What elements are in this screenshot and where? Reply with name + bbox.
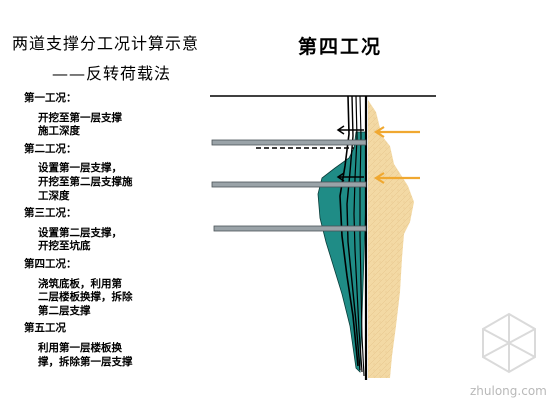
stage-5-name: 第五工况 (24, 322, 66, 335)
title-line-2: ——反转荷载法 (52, 64, 172, 83)
stage-4-name: 第四工况： (24, 257, 77, 270)
stage-5-desc: 利用第一层楼板换 撑，拆除第一层支撑 (38, 341, 133, 368)
soil-profile (368, 100, 414, 378)
deflection-curve-1 (339, 95, 359, 367)
stage-1-name: 第一工况： (24, 92, 77, 104)
stage-2-name: 第二工况： (24, 142, 77, 155)
stage-1-desc: 开挖至第一层支撑 施工深度 (38, 111, 122, 138)
watermark-text: zhulong.com (470, 384, 547, 398)
retaining-wall-diagram (210, 95, 436, 380)
arrow-left-icon (373, 126, 420, 138)
arrow-left-icon (373, 172, 420, 184)
title-line-1: 两道支撑分工况计算示意 (12, 34, 200, 53)
strut-3 (213, 225, 367, 232)
moment-diagram (317, 131, 367, 373)
arrow-left-icon (336, 125, 364, 135)
stage-list: 第一工况： 开挖至第一层支撑 施工深度 第二工况： 设置第一层支撑， 开挖至第二… (24, 92, 174, 369)
stage-3-desc: 设置第二层支撑， 开挖至坑底 (38, 226, 122, 253)
stage-3-name: 第三工况： (24, 207, 77, 220)
deflection-curve-4 (359, 95, 365, 377)
diagram-heading: 第四工况 (298, 36, 383, 58)
arrow-left-icon (336, 172, 364, 182)
stage-4-desc: 浇筑底板，利用第 二层楼板换撑，拆除 第二层支撑 (38, 277, 133, 317)
stage-2-desc: 设置第一层支撑， 开挖至第二层支撑施 工深度 (38, 162, 133, 202)
strut-2 (211, 181, 367, 188)
zhulong-logo-icon (482, 312, 536, 374)
strut-1 (211, 139, 367, 146)
